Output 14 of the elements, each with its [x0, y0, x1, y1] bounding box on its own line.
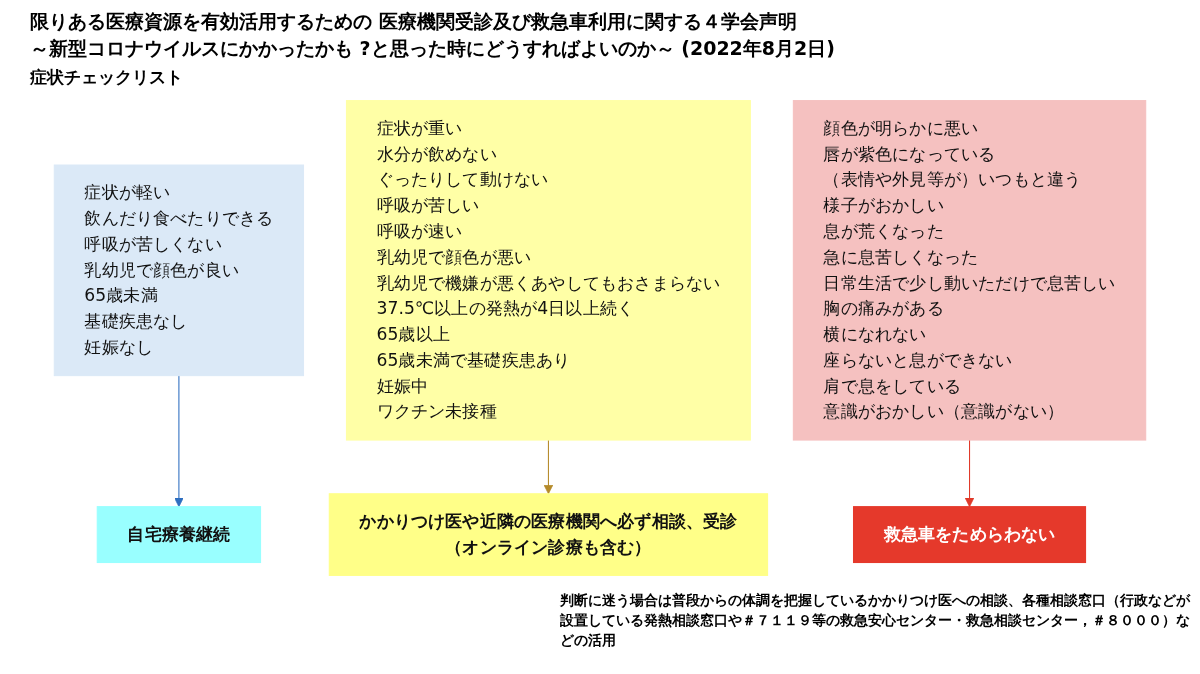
- subtitle: ～新型コロナウイルスにかかったかも ?と思った時にどうすればよいのか～ (2022年8月2日): [30, 36, 836, 61]
- node-box: [53, 164, 305, 377]
- note-text: 判断に迷う場合は普段からの体調を把握しているかかりつけ医への相談、各種相談窓口（行政などが設置している発熱相談窓口や＃７１１９等の救急安心センター・救急相談センター，＃８０００）などの活用: [560, 591, 1190, 650]
- title: 限りある医療資源を有効活用するための 医療機関受診及び救急車利用に関する４学会声明: [30, 9, 798, 34]
- arrow: [964, 439, 975, 508]
- node-box: [792, 100, 1147, 441]
- arrow: [543, 439, 554, 495]
- section-heading: 症状チェックリスト: [30, 66, 184, 89]
- node-box: [853, 506, 1087, 564]
- node-box: [328, 493, 769, 576]
- arrow: [174, 375, 184, 508]
- node-box: [345, 100, 751, 441]
- node-box: [96, 506, 262, 564]
- flowchart: 症状が軽い 飲んだり食べたりできる 呼吸が苦しくない 乳幼児で顔色が良い 65歳未満 基礎疾患なし 妊娠なし 症状が重い 水分が飲めない ぐったりして動けない 呼吸が苦しい 呼吸が速い 乳幼児で顔色が悪い 乳幼児で機嫌が悪くあやしてもおさまらない 37.5℃以上の発熱が4日以上続く 65歳以上 65歳未満で基礎疾患あり 妊娠中 ワクチン未接種 顔色が明らかに悪い 唇が紫色になっている （表情や外見等が）いつもと違う 様子がおかしい 息が荒くなった 急に息苦しくなった 日常生活で少し動いただけで息苦しい 胸の痛みがある 横になれない 座らないと息ができない 肩で息をしている 意識がおかしい（意識がない） 自宅療養継続 かかりつけ医や近隣の医療機関へ必ず相談、受診 （オンライン診療も含む） 救急車をためらわない: [20, 92, 1180, 584]
